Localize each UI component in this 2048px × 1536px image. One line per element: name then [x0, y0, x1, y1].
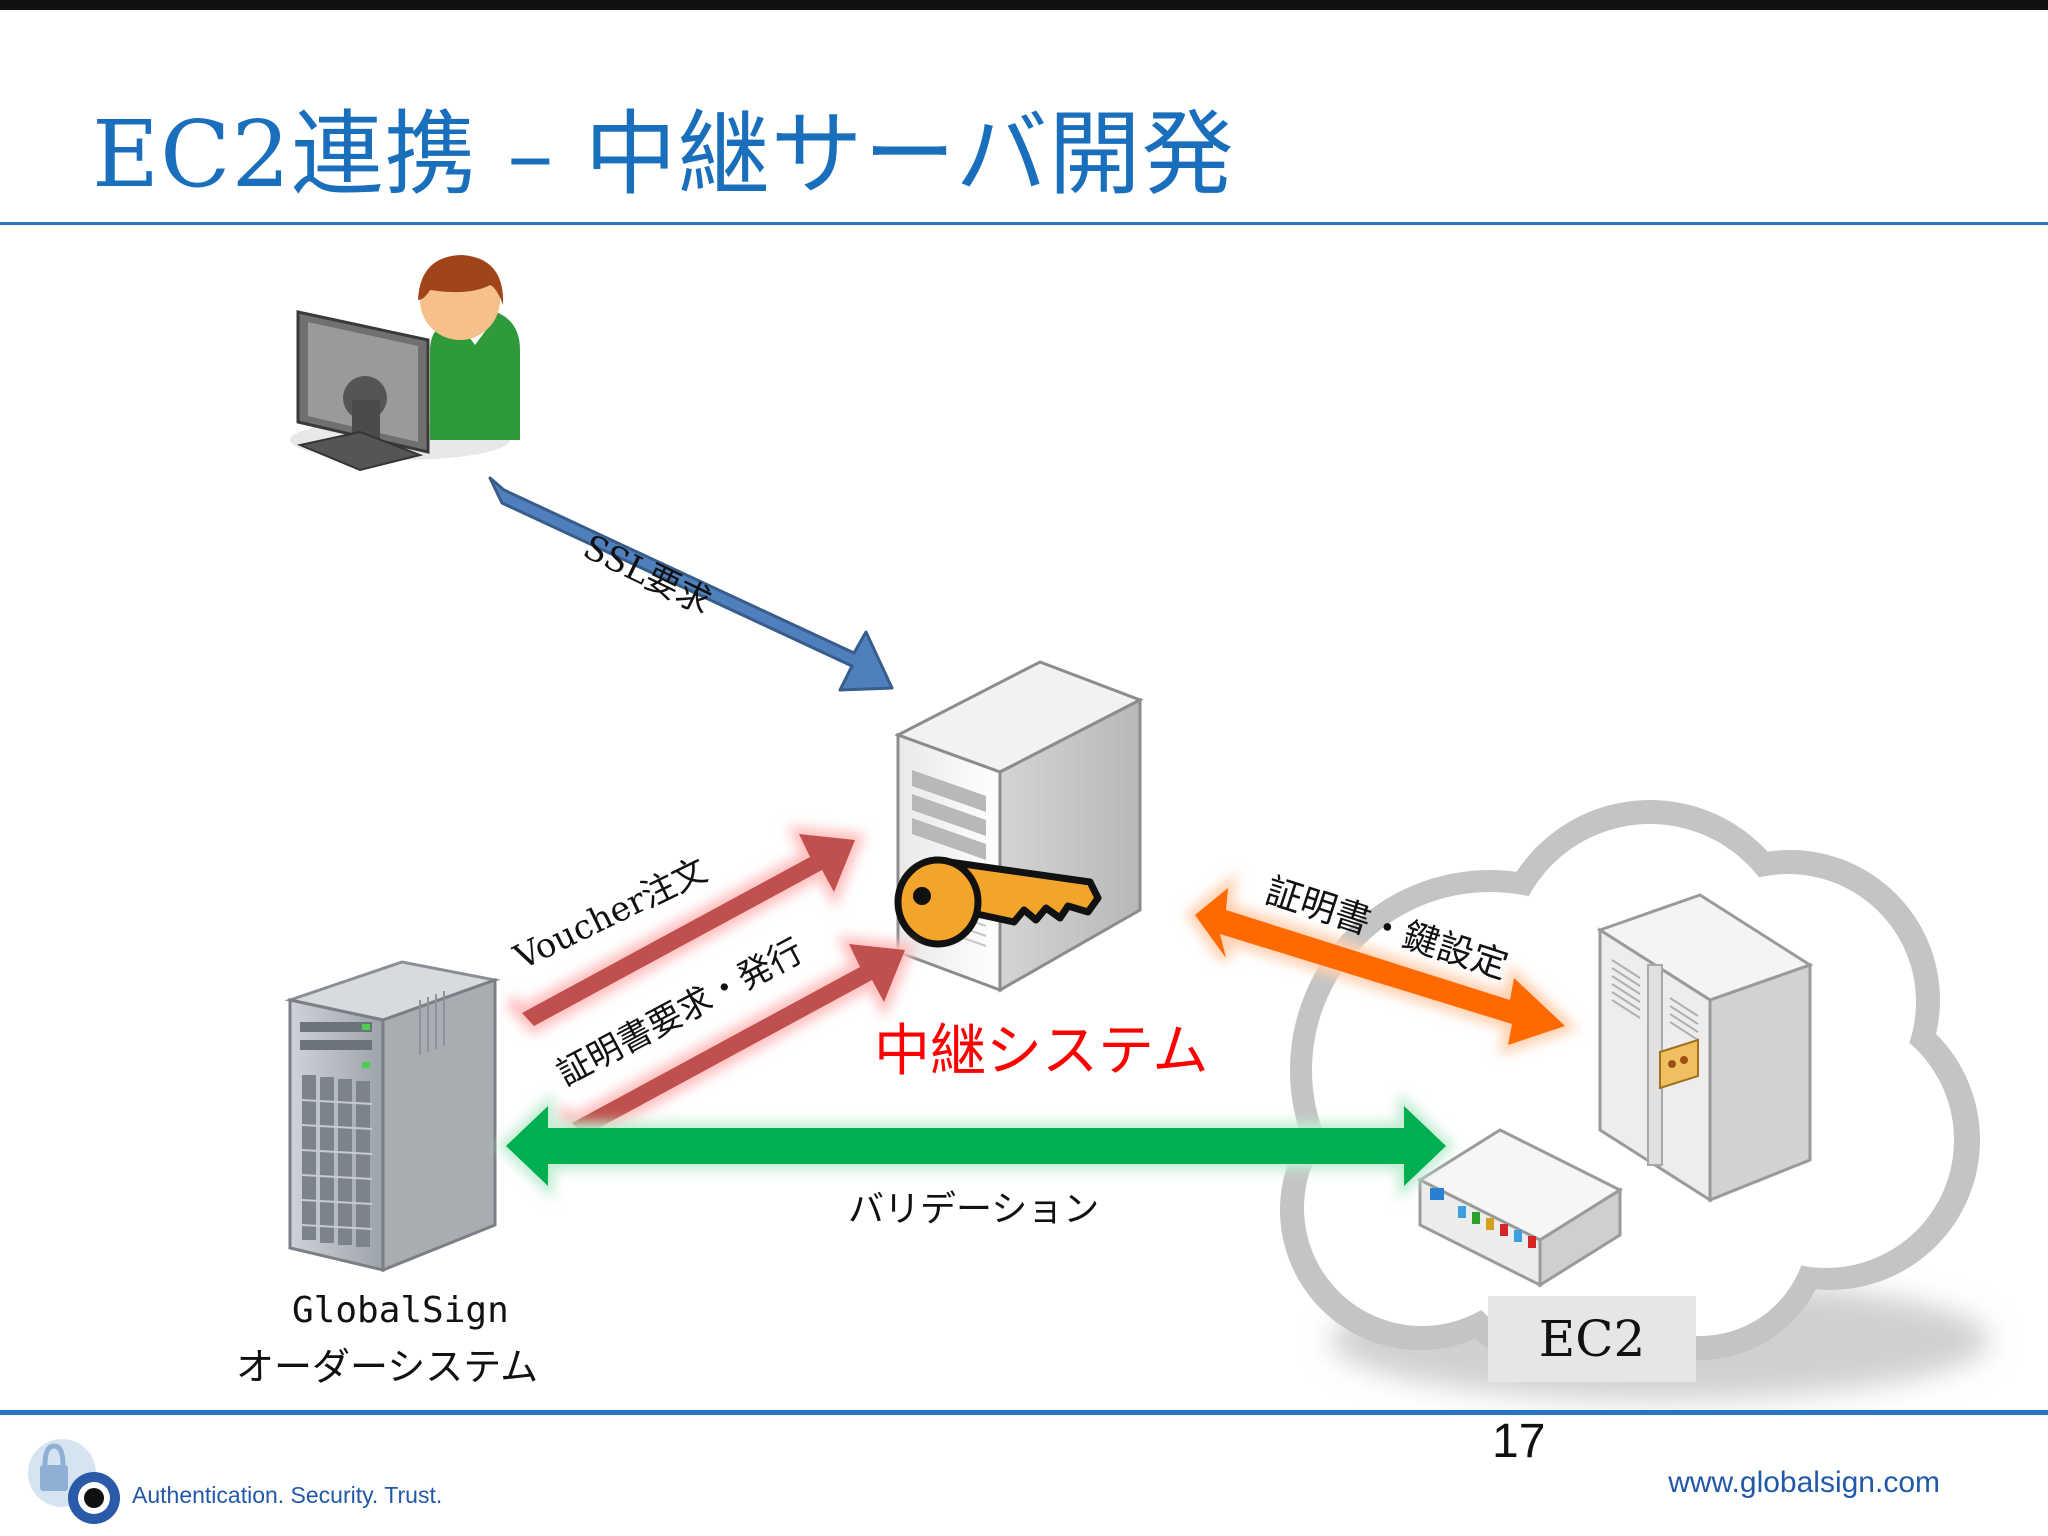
top-border — [0, 0, 2048, 10]
ec2-server-icon — [1596, 893, 1814, 1203]
globalsign-logo-icon — [28, 1439, 120, 1524]
order-system-subtitle: オーダーシステム — [236, 1345, 539, 1389]
page-number: 17 — [1492, 1415, 1546, 1468]
ec2-label: EC2 — [1538, 1310, 1646, 1368]
slide-title: EC2連携 – 中継サーバ開発 — [92, 101, 1235, 208]
title-divider — [0, 222, 2048, 225]
cert-request-arrow — [554, 935, 915, 1145]
footer-url[interactable]: www.globalsign.com — [1668, 1466, 1940, 1499]
rack-server-icon — [284, 960, 501, 1273]
user-pc-icon — [290, 255, 520, 472]
network-switch-icon — [1416, 1128, 1624, 1288]
validation-arrow — [497, 1092, 1455, 1200]
validation-label: バリデーション — [848, 1189, 1100, 1230]
key-icon — [894, 856, 1102, 948]
order-system-name: GlobalSign — [292, 1290, 509, 1331]
relay-system-label: 中継システム — [874, 1019, 1209, 1084]
voucher-order-arrow — [504, 825, 865, 1035]
ssl-request-arrow — [488, 476, 894, 692]
cert-key-setup-arrow — [1185, 872, 1579, 1056]
footer-tagline: Authentication. Security. Trust. — [132, 1482, 443, 1508]
footer-divider — [0, 1410, 2048, 1415]
ec2-label-box: EC2 — [1488, 1296, 1696, 1382]
